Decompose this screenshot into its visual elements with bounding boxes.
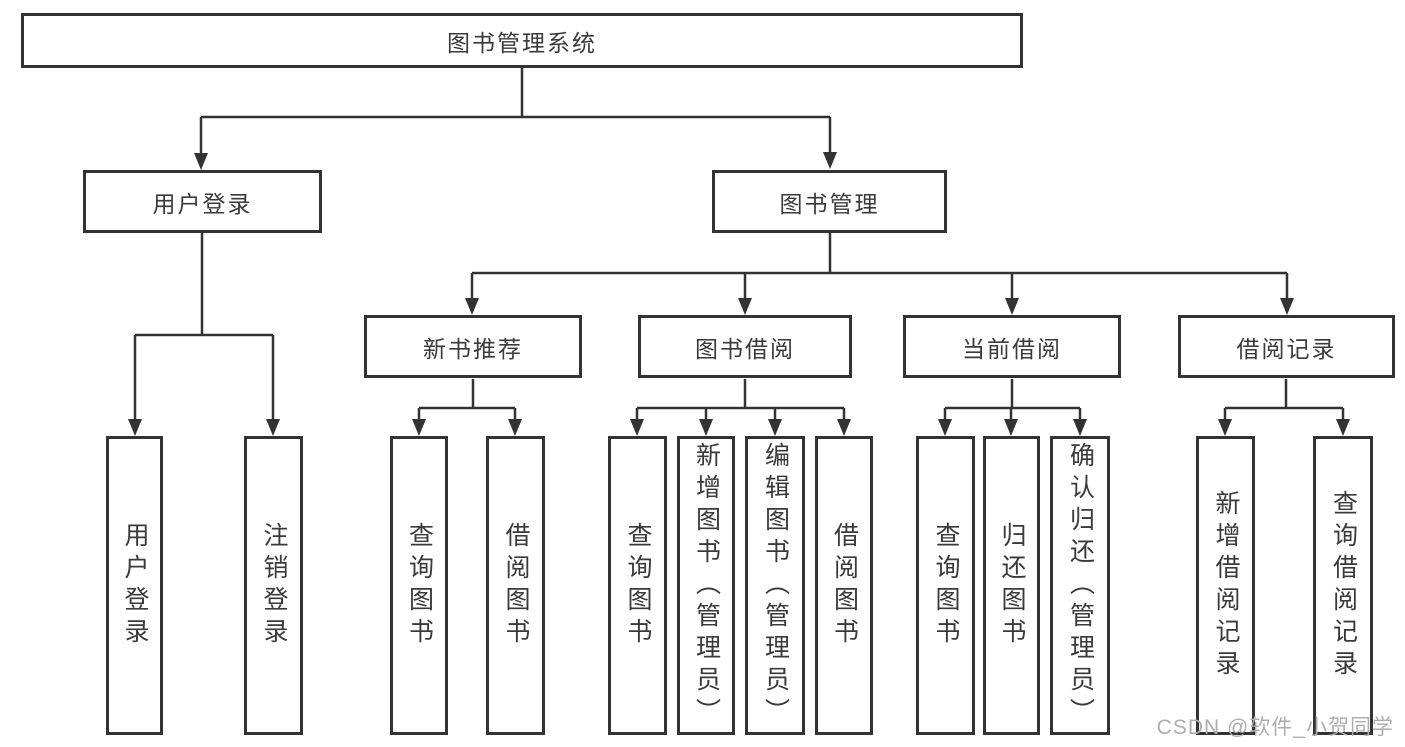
node-label: 查询图书	[932, 521, 960, 650]
node-borrow-records: 借阅记录	[1178, 315, 1395, 378]
node-label: 归还图书	[998, 521, 1026, 650]
node-book-borrow: 图书借阅	[638, 315, 852, 378]
node-label: 注销登录	[260, 521, 288, 650]
node-label: 新增借阅记录	[1212, 489, 1240, 682]
node-current-borrow: 当前借阅	[903, 315, 1121, 378]
node-label: 图书管理系统	[447, 29, 597, 56]
node-label: 新书推荐	[423, 335, 523, 362]
node-label: 借阅图书	[502, 521, 530, 650]
node-root-system: 图书管理系统	[21, 13, 1023, 68]
node-label: 借阅记录	[1236, 335, 1337, 362]
leaf-add-books-admin: 新增图书（管理员）	[677, 436, 735, 735]
leaf-return-books: 归还图书	[983, 436, 1040, 735]
node-book-management: 图书管理	[712, 170, 947, 233]
node-new-book-recommend: 新书推荐	[364, 315, 582, 378]
node-label: 图书借阅	[695, 335, 795, 362]
leaf-confirm-return-admin: 确认归还（管理员）	[1050, 436, 1110, 735]
leaf-edit-books-admin: 编辑图书（管理员）	[745, 436, 805, 735]
leaf-query-books-recommend: 查询图书	[390, 436, 448, 735]
leaf-query-books-current: 查询图书	[916, 436, 975, 735]
leaf-logout: 注销登录	[244, 436, 303, 735]
node-label: 当前借阅	[962, 335, 1062, 362]
node-label: 查询借阅记录	[1329, 489, 1358, 682]
leaf-borrow-books-recommend: 借阅图书	[486, 436, 545, 735]
node-label: 确认归还（管理员）	[1066, 441, 1095, 730]
node-label: 查询图书	[405, 521, 434, 650]
node-label: 用户登录	[121, 521, 149, 650]
node-label: 借阅图书	[830, 521, 859, 650]
node-user-login: 用户登录	[83, 170, 322, 233]
csdn-watermark: CSDN @软件_小贺同学	[1156, 716, 1394, 739]
leaf-add-borrow-record: 新增借阅记录	[1196, 436, 1255, 735]
leaf-query-books-borrow: 查询图书	[608, 436, 667, 735]
node-label: 新增图书（管理员）	[692, 441, 721, 730]
node-label: 编辑图书（管理员）	[761, 441, 790, 730]
node-label: 用户登录	[152, 190, 253, 217]
leaf-borrow-books: 借阅图书	[815, 436, 873, 735]
leaf-query-borrow-record: 查询借阅记录	[1313, 436, 1373, 735]
node-label: 查询图书	[624, 521, 652, 650]
node-label: 图书管理	[779, 190, 880, 217]
leaf-user-login: 用户登录	[106, 436, 163, 735]
